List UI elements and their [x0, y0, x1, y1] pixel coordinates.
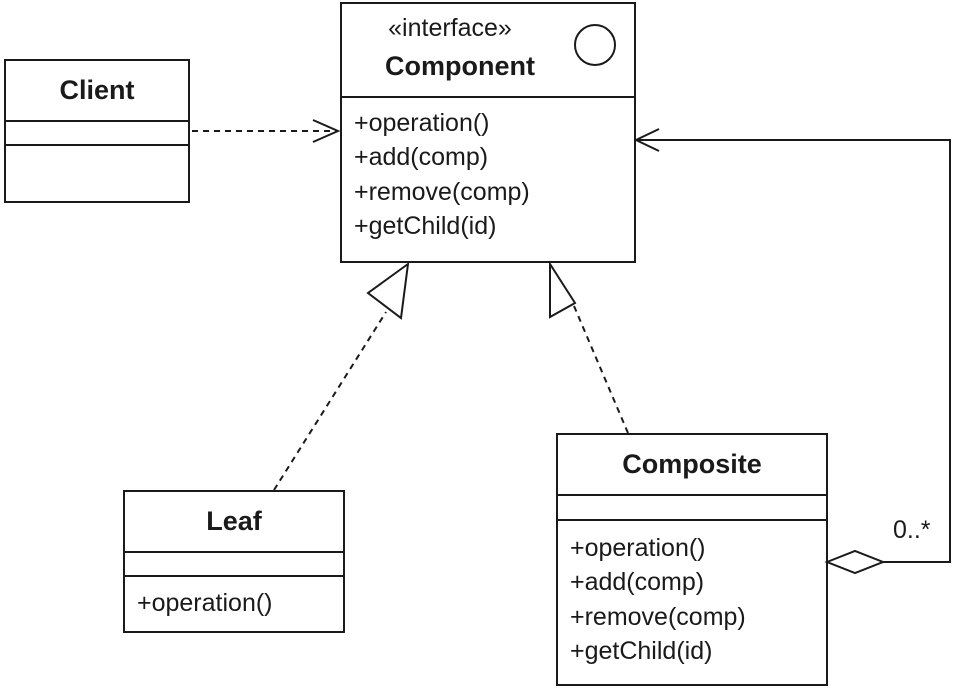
class-leaf-box — [123, 490, 345, 633]
class-client-name: Client — [59, 75, 134, 105]
hollow-triangle-icon — [366, 261, 410, 320]
aggregation-diamond-icon — [824, 549, 886, 575]
aggregation-line — [636, 139, 951, 563]
class-composite-name: Composite — [622, 449, 762, 479]
class-component[interactable]: «interface» Component +operation() +add(… — [340, 2, 636, 263]
class-composite-member: +remove(comp) — [570, 603, 746, 631]
class-leaf-member: +operation() — [137, 589, 273, 617]
multiplicity-label: 0..* — [893, 516, 931, 544]
class-component-member: +operation() — [354, 109, 490, 137]
dependency-client-component — [192, 119, 341, 143]
class-composite-member: +getChild(id) — [570, 637, 712, 665]
class-component-stereotype: «interface» — [388, 14, 512, 42]
realization-line — [273, 311, 387, 491]
hollow-triangle-icon — [549, 260, 577, 319]
class-component-member: +getChild(id) — [354, 212, 496, 240]
open-arrowhead-icon — [312, 119, 341, 143]
realization-composite-component — [549, 260, 629, 434]
class-client[interactable]: Client — [4, 59, 190, 203]
open-arrowhead-icon — [633, 128, 660, 152]
class-component-member: +add(comp) — [354, 143, 488, 171]
class-component-member: +remove(comp) — [354, 178, 530, 206]
class-component-box — [340, 2, 636, 263]
interface-circle-icon — [574, 24, 616, 66]
realization-leaf-component — [273, 261, 410, 491]
class-component-name: Component — [385, 51, 535, 81]
class-composite-member: +operation() — [570, 534, 706, 562]
class-leaf-name: Leaf — [206, 506, 263, 536]
class-composite[interactable]: Composite +operation() +add(comp) +remov… — [556, 433, 828, 686]
realization-line — [573, 305, 629, 434]
class-composite-box — [556, 433, 828, 686]
class-composite-member: +add(comp) — [570, 568, 704, 596]
aggregation-composite-component: 0..* — [633, 128, 951, 575]
class-leaf[interactable]: Leaf +operation() — [123, 490, 345, 633]
class-client-box — [4, 59, 190, 203]
